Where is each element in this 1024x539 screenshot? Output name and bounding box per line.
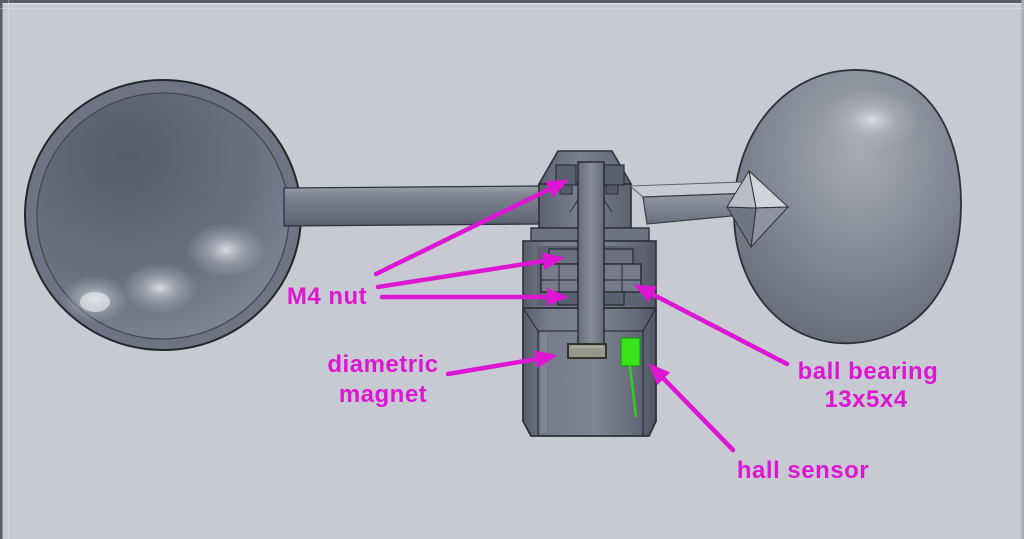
leader-hall-sensor	[648, 362, 736, 453]
leader-m4-nut-middle	[375, 252, 565, 290]
annotations: M4 nut diametric magnet ball bearing 13x…	[287, 179, 939, 484]
cup-highlight	[824, 90, 920, 150]
sensor-wire	[628, 365, 638, 418]
label-ball-bearing-line2: 13x5x4	[824, 386, 907, 413]
label-diametric-magnet-line1: diametric	[327, 351, 438, 378]
leader-ball-bearing	[633, 284, 790, 367]
label-ball-bearing-line1: ball bearing	[798, 358, 939, 385]
label-hall-sensor: hall sensor	[737, 457, 869, 484]
cup-highlight	[186, 223, 266, 277]
arm-arrow-connector	[726, 169, 790, 249]
leader-m4-nut-top	[373, 179, 569, 277]
cup-highlight	[122, 263, 198, 313]
ball-bearing-right	[603, 263, 642, 293]
wind-cup-left	[24, 79, 302, 351]
ball-bearing-left	[540, 263, 579, 293]
leader-diametric-magnet	[445, 350, 558, 377]
rotor-arm-left	[283, 185, 542, 227]
label-m4-nut: M4 nut	[287, 283, 367, 310]
wind-cup-right	[733, 69, 962, 345]
cup-highlight	[80, 292, 110, 312]
label-diametric-magnet-line2: magnet	[339, 381, 427, 408]
hall-sensor	[620, 337, 641, 367]
shaft	[577, 161, 605, 347]
diametric-magnet	[567, 343, 607, 359]
